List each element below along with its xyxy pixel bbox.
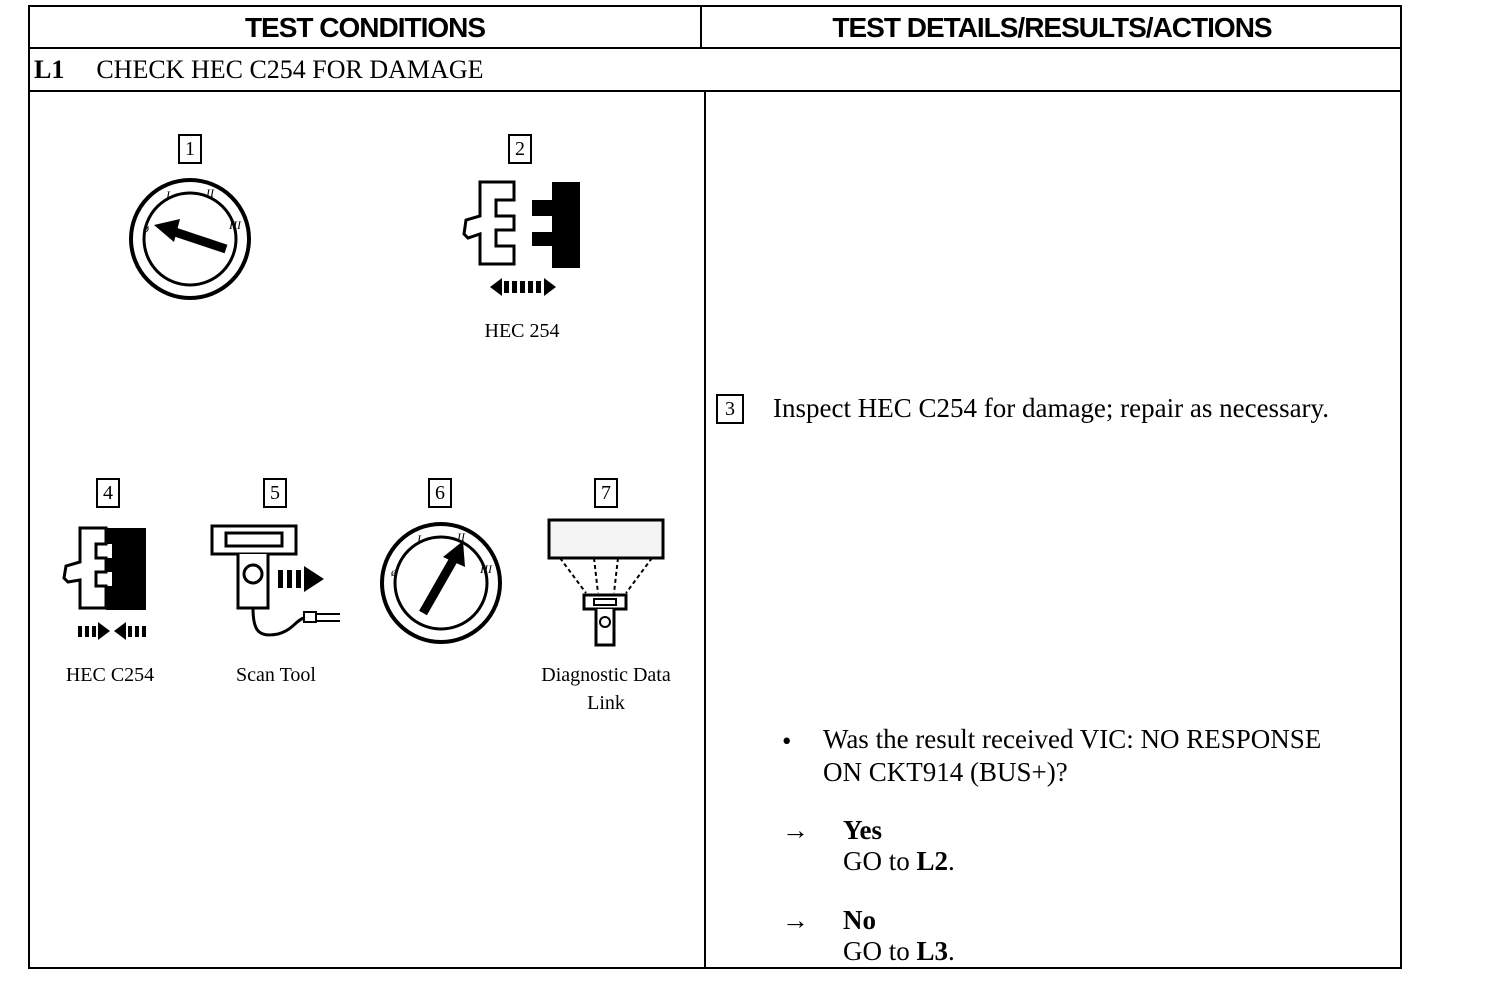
ignition-switch-run-icon: ø I II III <box>380 522 502 644</box>
header-divider <box>700 5 702 49</box>
step-title-rule <box>28 90 1402 92</box>
question-line-2: ON CKT914 (BUS+)? <box>823 757 1068 787</box>
no-action-prefix: GO to <box>843 936 917 966</box>
header-test-details: TEST DETAILS/RESULTS/ACTIONS <box>832 12 1272 43</box>
svg-text:I: I <box>416 532 422 546</box>
table-frame <box>28 5 1402 969</box>
no-action: GO to L3. <box>843 936 955 967</box>
svg-text:ø: ø <box>390 565 398 579</box>
step-3-text: Inspect HEC C254 for damage; repair as n… <box>773 393 1330 423</box>
yes-label: Yes <box>843 815 882 845</box>
yes-action: GO to L2. <box>843 846 955 877</box>
column-divider <box>704 91 706 969</box>
figure-number-2: 2 <box>508 134 532 164</box>
svg-text:I: I <box>165 188 171 202</box>
yes-action-prefix: GO to <box>843 846 917 876</box>
no-action-target: L3 <box>916 936 949 966</box>
question-line-1: Was the result received VIC: NO RESPONSE <box>823 724 1322 754</box>
ignition-switch-off-icon: ø I II III <box>129 178 251 300</box>
figure-number-4: 4 <box>96 478 120 508</box>
figure-caption-2: HEC 254 <box>484 320 560 342</box>
figure-caption-7-line1: Diagnostic Data <box>541 664 671 686</box>
step-code: L1 <box>34 55 65 84</box>
figure-caption-4: HEC C254 <box>65 664 155 686</box>
question-bullet: • <box>782 726 792 756</box>
header-test-conditions: TEST CONDITIONS <box>244 12 486 43</box>
step-title: L1 CHECK HEC C254 FOR DAMAGE <box>34 55 484 85</box>
svg-text:III: III <box>228 218 242 232</box>
scan-tool-icon <box>210 524 340 637</box>
connector-connect-icon <box>62 526 146 640</box>
yes-arrow: → <box>782 815 809 845</box>
no-action-period: . <box>948 936 955 966</box>
figure-number-7: 7 <box>594 478 618 508</box>
figure-number-6: 6 <box>428 478 452 508</box>
connector-disconnect-icon <box>462 180 580 296</box>
figure-number-1: 1 <box>178 134 202 164</box>
svg-text:II: II <box>205 186 215 200</box>
yes-action-period: . <box>948 846 955 876</box>
figure-caption-7-line2: Link <box>587 692 625 714</box>
svg-text:III: III <box>479 562 493 576</box>
diagnostic-data-link-icon <box>547 518 665 647</box>
step-3-number: 3 <box>716 394 744 424</box>
figure-number-5: 5 <box>263 478 287 508</box>
svg-text:II: II <box>456 530 466 544</box>
no-arrow: → <box>782 905 809 935</box>
svg-text:ø: ø <box>142 221 150 235</box>
yes-action-target: L2 <box>916 846 949 876</box>
figure-caption-5: Scan Tool <box>236 664 316 686</box>
header-rule <box>28 47 1402 49</box>
no-label: No <box>843 905 876 935</box>
step-title-text: CHECK HEC C254 FOR DAMAGE <box>96 55 484 84</box>
